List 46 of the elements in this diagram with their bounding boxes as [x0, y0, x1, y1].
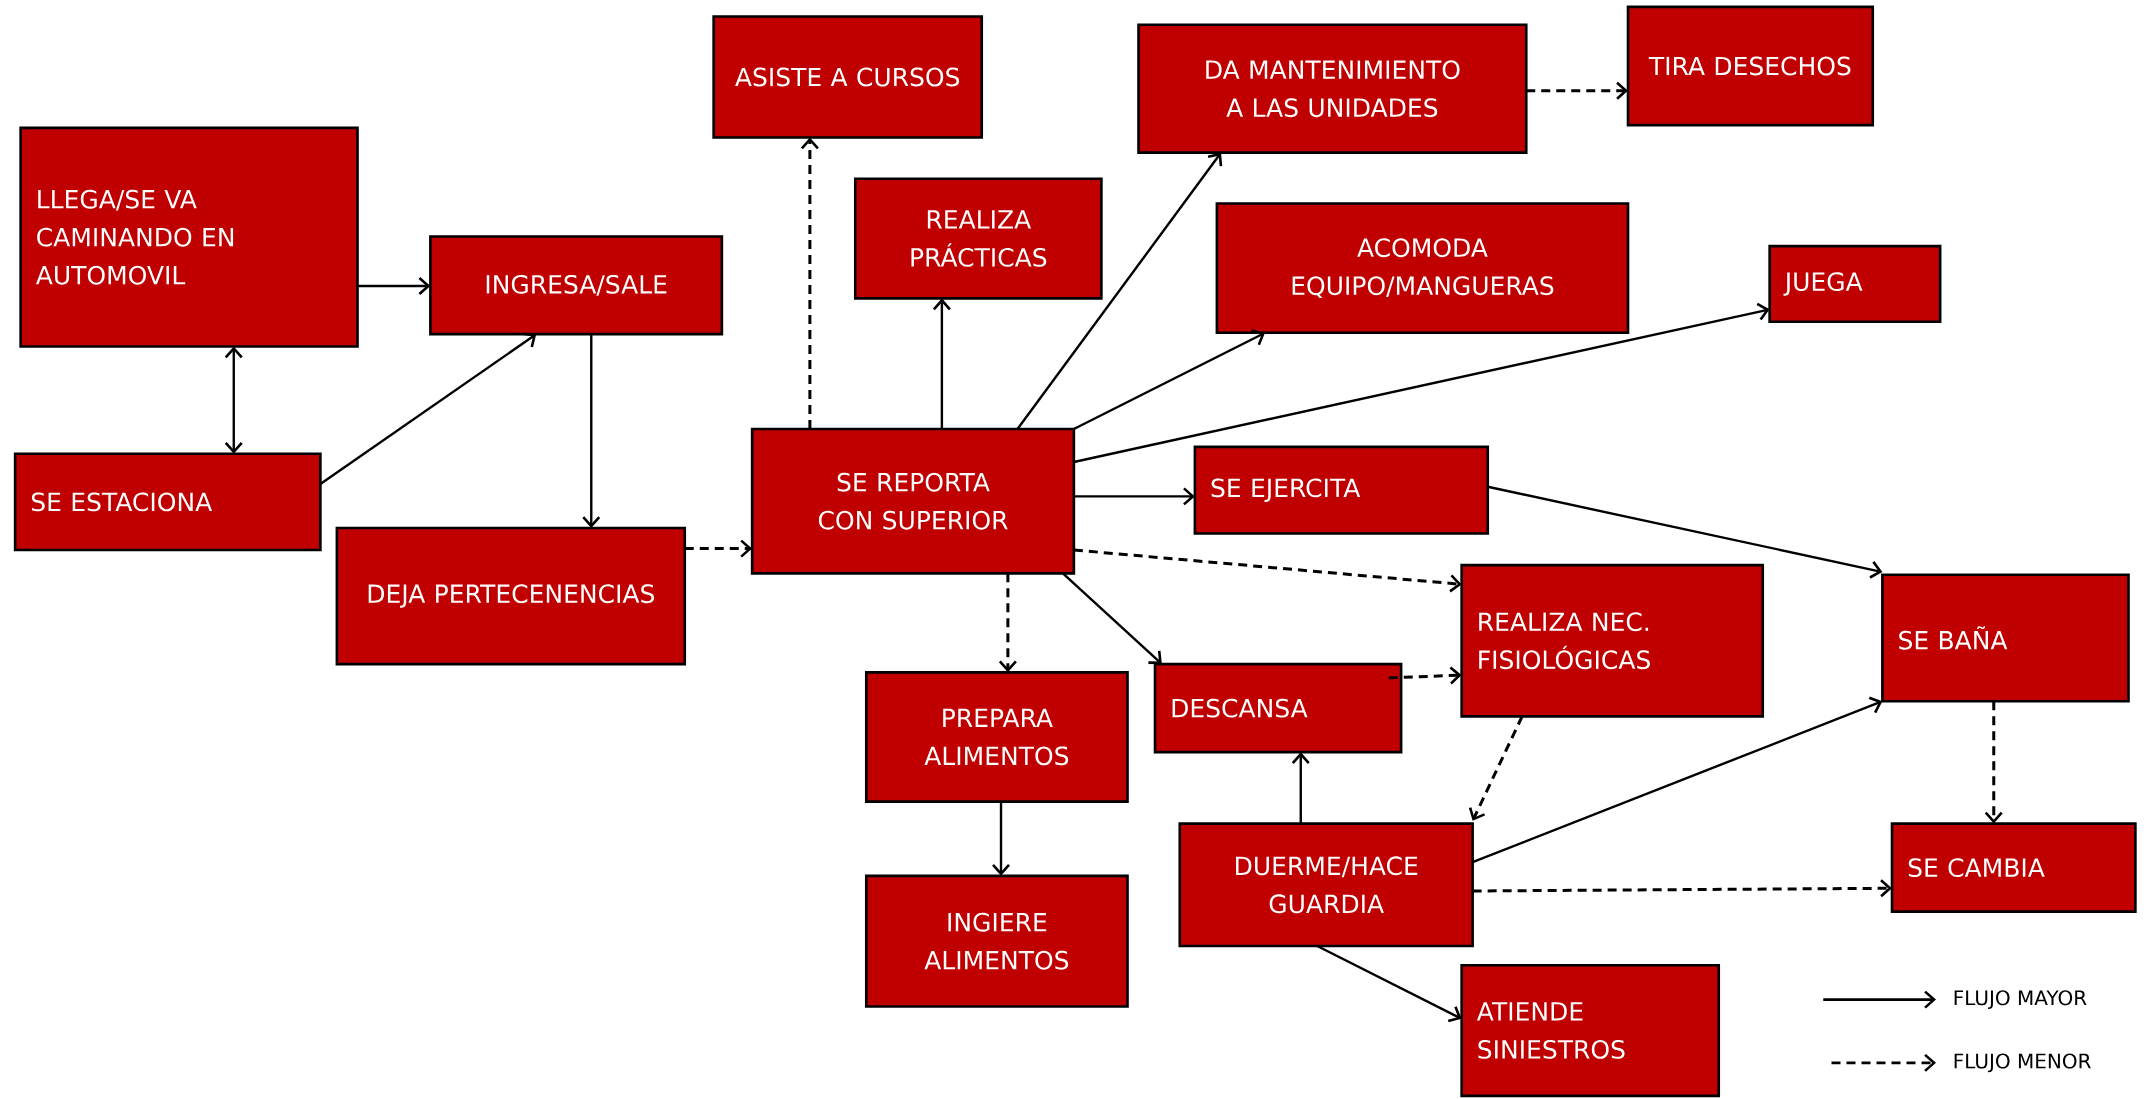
process-box: ASISTE A CURSOS: [712, 15, 984, 139]
arrow: [1316, 945, 1462, 1023]
arrow: [224, 346, 243, 454]
arrow: [1526, 81, 1628, 100]
arrow: [1016, 152, 1223, 430]
arrow: [684, 539, 753, 558]
process-box: ACOMODA EQUIPO/MANGUERAS: [1215, 202, 1630, 335]
arrow: [1388, 666, 1462, 685]
process-box: DEJA PERTECENENCIAS: [335, 526, 687, 666]
arrow: [932, 298, 951, 430]
arrow: [800, 137, 819, 430]
arrow: [1073, 329, 1265, 431]
process-box: ATIENDE SINIESTROS: [1460, 964, 1721, 1098]
process-box: DESCANSA: [1153, 663, 1403, 754]
arrow: [582, 334, 601, 529]
arrow: [1487, 485, 1883, 579]
arrow: [1472, 696, 1883, 864]
process-box: TIRA DESECHOS: [1626, 5, 1875, 127]
arrow: [319, 332, 537, 486]
process-box: REALIZA NEC. FISIOLÓGICAS: [1460, 564, 1765, 718]
arrow: [998, 573, 1017, 673]
arrow: [1984, 701, 2003, 824]
arrow: [992, 801, 1010, 877]
legend-text: FLUJO MENOR: [1954, 1053, 2091, 1073]
process-box: SE REPORTA CON SUPERIOR: [750, 427, 1076, 575]
arrow: [1291, 752, 1310, 824]
process-box: SE EJERCITA: [1193, 445, 1490, 535]
process-box: INGRESA/SALE: [429, 235, 724, 336]
process-box: INGIERE ALIMENTOS: [864, 874, 1129, 1008]
legend-text: FLUJO MAYOR: [1954, 990, 2087, 1010]
process-box: DUERME/HACE GUARDIA: [1178, 822, 1474, 948]
process-box: SE ESTACIONA: [13, 452, 322, 552]
arrow: [357, 277, 431, 296]
arrow: [1472, 879, 1892, 898]
arrow: [1073, 487, 1195, 506]
arrow: [1062, 572, 1162, 665]
process-box: SE CAMBIA: [1890, 822, 2137, 914]
process-box: SE BAÑA: [1881, 573, 2130, 703]
process-box: JUEGA: [1768, 245, 1942, 324]
arrow: [1468, 715, 1524, 822]
arrow: [1073, 548, 1462, 593]
process-box: DA MANTENIMIENTO A LAS UNIDADES: [1137, 23, 1528, 155]
process-box: LLEGA/SE VA CAMINANDO EN AUTOMOVIL: [19, 126, 359, 348]
process-box: REALIZA PRÁCTICAS: [853, 177, 1103, 300]
process-box: PREPARA ALIMENTOS: [864, 671, 1129, 804]
arrow: [1073, 302, 1770, 464]
